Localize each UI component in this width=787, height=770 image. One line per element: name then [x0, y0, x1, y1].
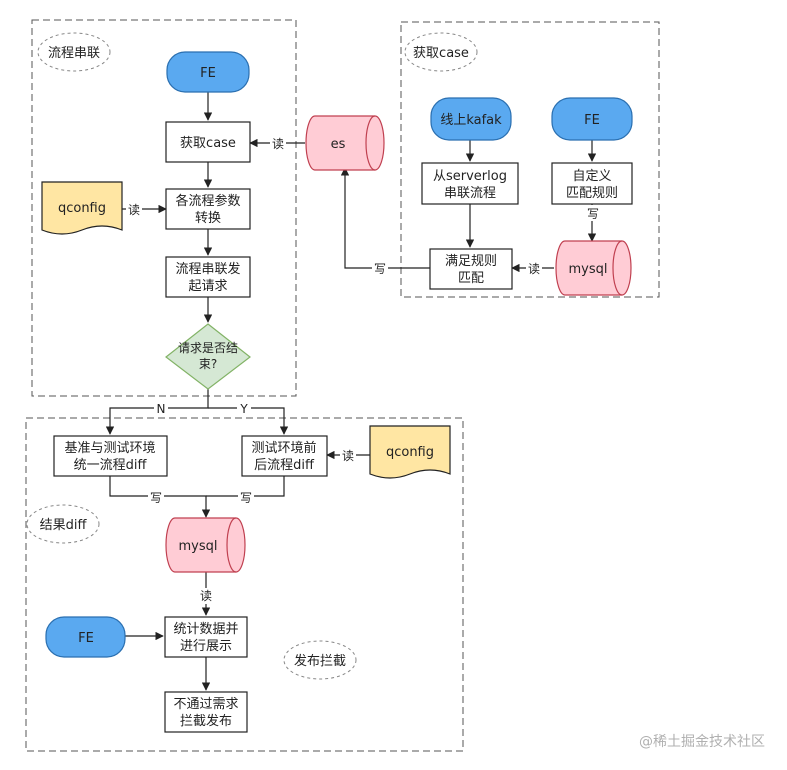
cloud-process-chain-label: 流程串联 [48, 46, 100, 61]
node-chain-request: 流程串联发 起请求 [165, 256, 251, 298]
node-param-convert-line1: 各流程参数 [175, 193, 240, 209]
node-chain-request-line1: 流程串联发 [175, 261, 240, 277]
node-stats-display: 统计数据并 进行展示 [164, 616, 248, 658]
node-online-kafka: 线上kafak [430, 97, 512, 141]
node-mysql-right-database: mysql [555, 240, 632, 296]
edge-label-read-mysql-bottom: 读 [200, 589, 212, 603]
node-test-env-diff: 测试环境前 后流程diff [241, 435, 328, 477]
node-fe-right-label: FE [584, 113, 600, 128]
node-mysql-right-label: mysql [569, 262, 608, 277]
node-get-case-label: 获取case [180, 136, 236, 151]
node-stats-display-line1: 统计数据并 [173, 622, 238, 637]
edge-label-write-customrule: 写 [587, 207, 599, 221]
edge-label-read-mysql: 读 [528, 262, 540, 276]
node-online-kafka-label: 线上kafak [440, 113, 502, 128]
node-baseline-diff-line2: 统一流程diff [74, 458, 148, 473]
edge-testdiff-to-mysql [206, 476, 285, 497]
node-mysql-bottom-database: mysql [165, 517, 246, 573]
node-qconfig-top-label: qconfig [58, 201, 106, 216]
node-custom-rule: 自定义 匹配规则 [551, 162, 633, 205]
cloud-get-case: 获取case [404, 32, 478, 72]
node-fe-bottom-label: FE [78, 631, 94, 646]
watermark: @稀土掘金技术社区 [639, 734, 765, 750]
node-qconfig-bottom: qconfig [369, 425, 451, 479]
node-block-release-line1: 不通过需求 [173, 697, 238, 712]
node-match-rule: 满足规则 匹配 [429, 248, 513, 290]
node-fe-top-label: FE [200, 66, 216, 81]
edge-label-write-testdiff: 写 [240, 491, 252, 505]
node-block-release-line2: 拦截发布 [180, 713, 232, 729]
region-process-chain [31, 19, 297, 397]
node-stats-display-line2: 进行展示 [180, 639, 232, 654]
node-qconfig-bottom-label: qconfig [386, 445, 434, 460]
node-get-case: 获取case [165, 121, 251, 163]
node-chain-request-line2: 起请求 [188, 279, 227, 294]
edge-label-read-qconfig: 读 [128, 203, 140, 217]
edge-label-read-es: 读 [272, 137, 284, 151]
region-get-case [400, 21, 660, 298]
node-es-label: es [331, 137, 346, 152]
node-request-done-decision: 请求是否结 束? [165, 323, 251, 390]
cloud-get-case-label: 获取case [413, 46, 469, 61]
node-param-convert-line2: 转换 [195, 211, 221, 226]
node-fe-top: FE [166, 51, 250, 93]
node-serverlog-chain-line1: 从serverlog [433, 169, 507, 184]
edge-label-write-baseline: 写 [150, 491, 162, 505]
node-fe-right: FE [551, 97, 633, 141]
cloud-release-block: 发布拦截 [283, 640, 357, 680]
node-fe-bottom: FE [45, 616, 126, 658]
node-match-rule-line1: 满足规则 [445, 254, 497, 269]
node-param-convert: 各流程参数 转换 [165, 188, 251, 230]
node-test-env-diff-line2: 后流程diff [254, 458, 315, 473]
node-serverlog-chain-line2: 串联流程 [444, 186, 496, 201]
node-block-release: 不通过需求 拦截发布 [164, 691, 248, 733]
edge-match-to-es [340, 167, 430, 269]
node-baseline-diff-line1: 基准与测试环境 [64, 441, 155, 456]
node-mysql-bottom-label: mysql [179, 539, 218, 554]
node-test-env-diff-line1: 测试环境前 [251, 440, 316, 456]
node-request-done-line2: 束? [199, 357, 217, 371]
edge-label-write-es: 写 [374, 262, 386, 276]
node-baseline-diff: 基准与测试环境 统一流程diff [53, 435, 168, 477]
cloud-release-block-label: 发布拦截 [294, 653, 346, 669]
edge-label-y: Y [239, 402, 248, 416]
node-custom-rule-line1: 自定义 [572, 169, 611, 184]
node-qconfig-top: qconfig [41, 181, 123, 235]
node-request-done-line1: 请求是否结 [178, 341, 238, 355]
cloud-result-diff: 结果diff [26, 504, 100, 544]
edge-decision-y [208, 407, 289, 435]
node-es-database: es [305, 115, 385, 171]
cloud-result-diff-label: 结果diff [40, 518, 88, 533]
node-serverlog-chain: 从serverlog 串联流程 [421, 162, 519, 205]
cloud-process-chain: 流程串联 [37, 32, 111, 72]
edge-label-read-qconfig-bottom: 读 [342, 449, 354, 463]
edge-label-n: N [157, 402, 166, 416]
node-match-rule-line2: 匹配 [458, 271, 484, 286]
node-custom-rule-line2: 匹配规则 [566, 186, 618, 201]
